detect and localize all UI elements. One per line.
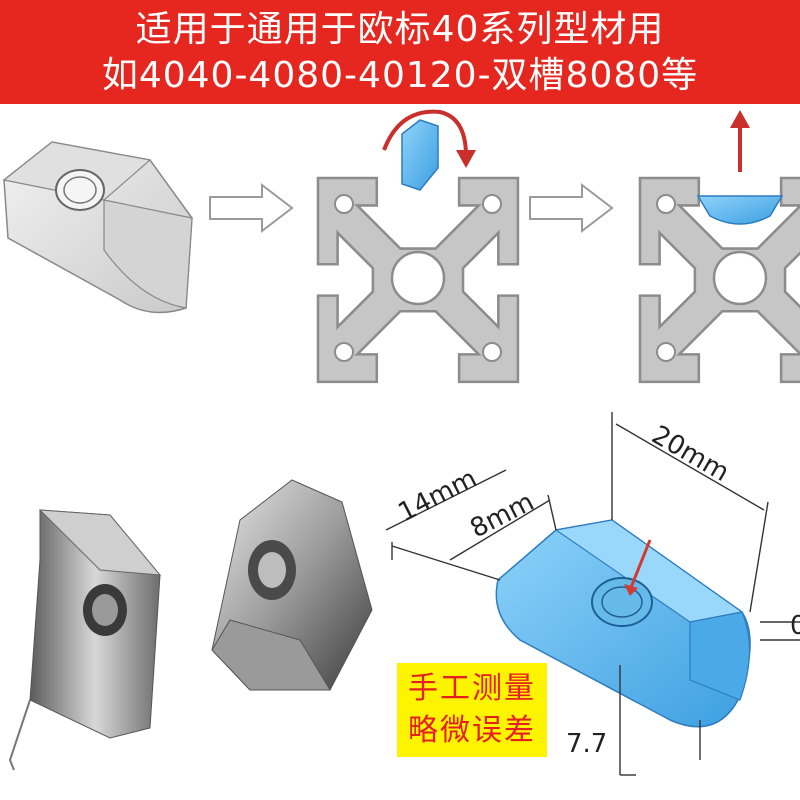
banner-line-2: 如4040-4080-40120-双槽8080等 xyxy=(101,55,699,96)
tnut-photo-side xyxy=(211,479,373,691)
note-line-1: 手工测量 xyxy=(408,671,536,706)
banner-line-1: 适用于通用于欧标40系列型材用 xyxy=(135,9,665,50)
title-banner: 适用于通用于欧标40系列型材用 如4040-4080-40120-双槽8080等 xyxy=(0,0,800,104)
dim-partial: 0 xyxy=(790,611,800,641)
dimension-lines xyxy=(385,412,800,776)
dim-height: 7.7 xyxy=(566,729,607,759)
step-arrow-1 xyxy=(209,182,294,234)
dim-20mm: 20mm xyxy=(647,420,735,488)
profile-insert xyxy=(316,176,520,384)
nut-locked xyxy=(696,110,784,225)
measurement-note: 手工测量 略微误差 xyxy=(397,663,547,757)
step-arrow-2 xyxy=(529,182,614,234)
tnut-blue-dimensioned xyxy=(495,519,751,728)
tnut-gray-drawing xyxy=(2,141,193,314)
note-line-2: 略微误差 xyxy=(408,713,536,748)
dim-8mm: 8mm xyxy=(466,487,539,544)
tnut-photo-front xyxy=(8,509,162,771)
nut-inserting xyxy=(382,109,476,191)
